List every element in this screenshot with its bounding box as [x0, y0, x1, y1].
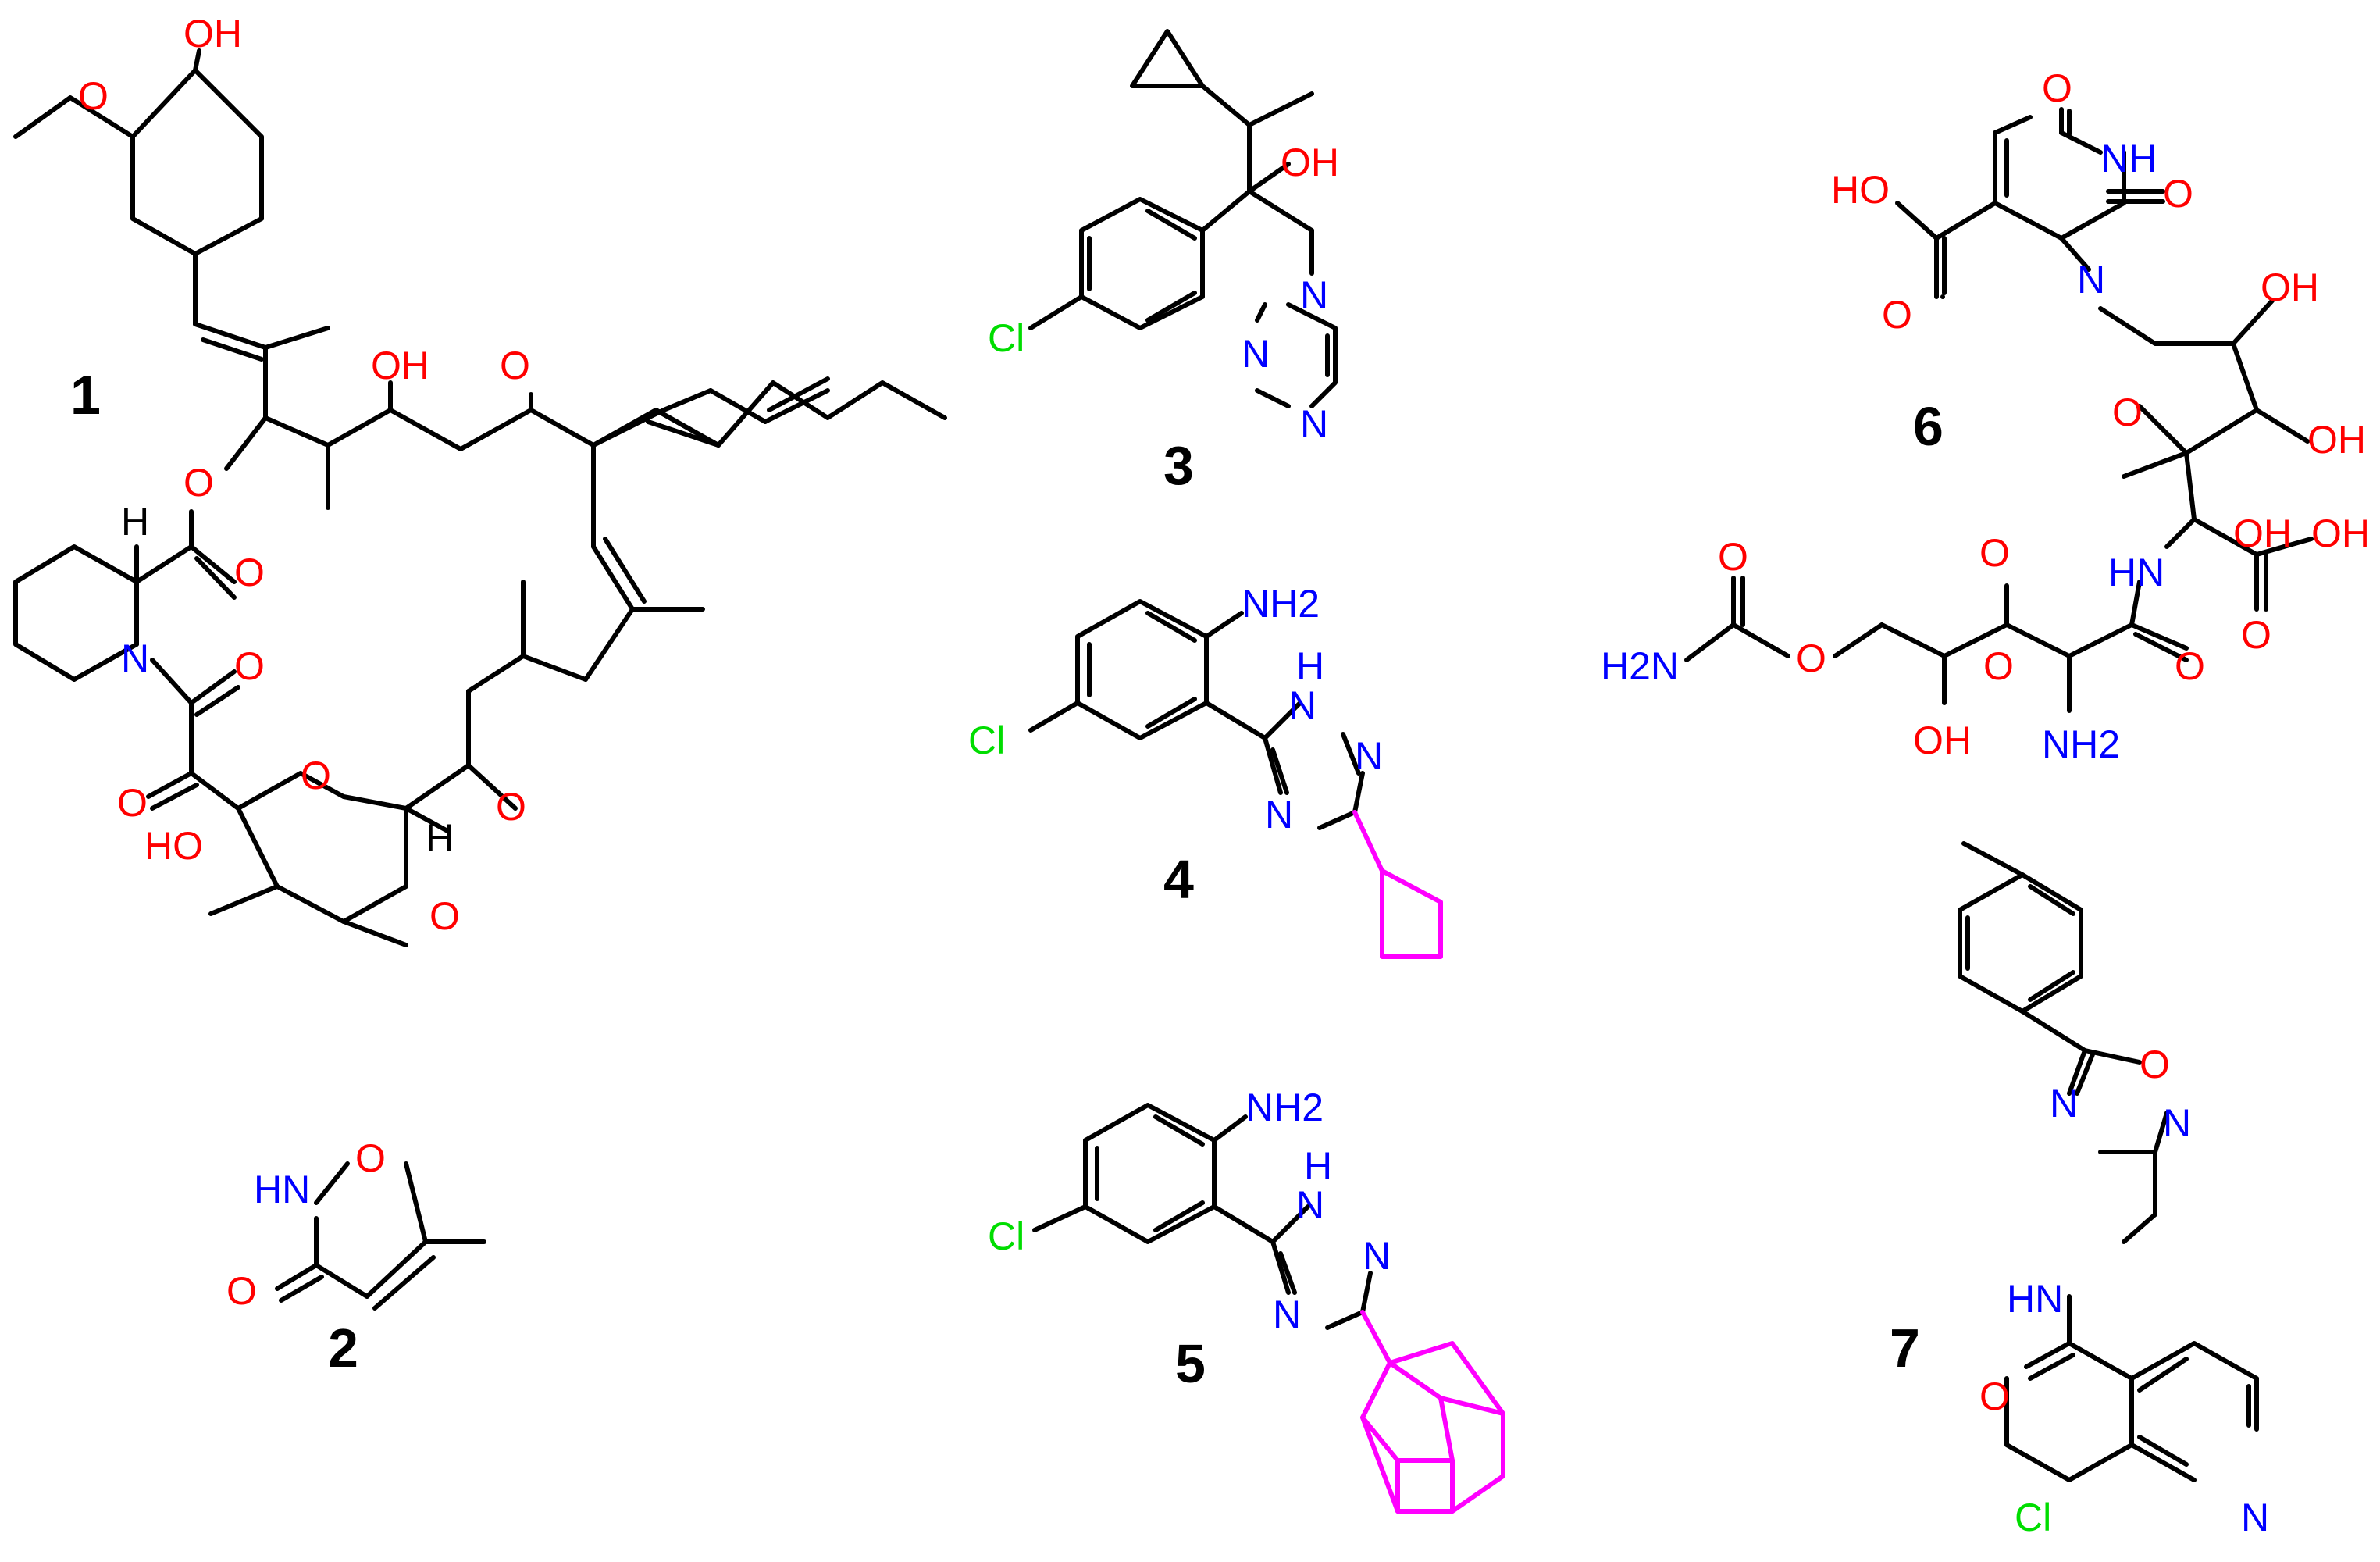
atom-label: OH — [2307, 418, 2366, 462]
atom-label: O — [234, 551, 265, 594]
compound-1-number: 1 — [70, 365, 101, 426]
atom-label: O — [500, 344, 530, 387]
atom-label: HO — [144, 824, 203, 868]
atom-label: NH2 — [2042, 722, 2120, 766]
compound-4-structure — [1028, 599, 1365, 830]
atom-label: N — [1288, 683, 1316, 727]
compound-6-atoms: O NH HO O N O OH O OH O HN OH OH O O H2N… — [1601, 66, 2370, 766]
compound-2-atoms: HN O O — [226, 1136, 386, 1313]
atom-label: Cl — [968, 719, 1005, 762]
compound-5-number: 5 — [1175, 1333, 1206, 1394]
compound-4-atoms: NH2 H N N Cl N — [968, 582, 1383, 836]
atom-label: O — [355, 1136, 386, 1180]
compound-3-structure — [1028, 29, 1338, 408]
atom-label: HN — [254, 1168, 310, 1211]
compound-3-atoms: OH Cl N N N — [988, 141, 1339, 446]
compound-1-structure — [13, 48, 947, 947]
compound-1-atoms: OH O OH O O O H N O O O HO H O O — [78, 12, 530, 938]
atom-label: N — [1273, 1293, 1301, 1336]
atom-label: O — [1718, 535, 1748, 579]
compound-7-number: 7 — [1890, 1318, 1920, 1378]
atom-label: H2N — [1601, 644, 1679, 688]
atom-label: N — [2241, 1496, 2269, 1539]
atom-label: O — [2042, 66, 2072, 110]
atom-label: O — [2163, 172, 2193, 216]
atom-label: N — [2163, 1101, 2191, 1145]
atom-label: O — [1979, 531, 2010, 575]
atom-label: N — [1300, 402, 1328, 446]
atom-label: O — [1983, 644, 2014, 688]
compound-4-cyclobutyl — [1352, 810, 1443, 959]
compound-2-number: 2 — [328, 1318, 358, 1378]
atom-label: N — [1296, 1183, 1324, 1227]
atom-label: N — [1300, 273, 1328, 317]
compound-6-number: 6 — [1913, 396, 1944, 457]
atom-label: N — [1363, 1234, 1391, 1278]
compound-6-structure — [1684, 107, 2314, 713]
atom-label: O — [1979, 1375, 2010, 1418]
compound-5-adamantyl — [1360, 1310, 1505, 1514]
atom-label: O — [117, 781, 148, 825]
atom-label: OH — [2233, 512, 2292, 555]
atom-label: O — [496, 785, 526, 829]
atom-label: H — [426, 816, 454, 860]
atom-label: OH — [183, 12, 242, 55]
atom-label: HN — [2007, 1277, 2063, 1321]
atom-label: Cl — [988, 316, 1024, 360]
atom-label: N — [121, 637, 149, 680]
compound-5-atoms: NH2 H N N Cl N — [988, 1086, 1391, 1336]
atom-label: N — [1242, 332, 1270, 376]
atom-label: O — [234, 644, 265, 688]
atom-label: O — [2112, 390, 2143, 434]
atom-label: O — [301, 754, 331, 797]
atom-label: N — [2050, 1082, 2078, 1125]
atom-label: HO — [1831, 168, 1890, 212]
atom-label: O — [1882, 293, 1912, 337]
compound-5-structure — [1032, 1103, 1373, 1330]
atom-label: HN — [2108, 551, 2164, 594]
atom-label: Cl — [988, 1214, 1024, 1258]
atom-label: O — [2175, 644, 2205, 688]
atom-label: H — [121, 500, 149, 544]
atom-label: OH — [1913, 719, 1972, 762]
atom-label: O — [1796, 637, 1826, 680]
atom-label: NH2 — [1242, 582, 1320, 626]
atom-label: NH2 — [1245, 1086, 1324, 1129]
compound-4-number: 4 — [1163, 849, 1194, 910]
atom-label: OH — [1281, 141, 1339, 184]
atom-label: O — [183, 461, 214, 505]
compound-numbers: 1 2 3 4 5 6 7 — [70, 365, 1944, 1394]
compound-2-structure — [275, 1161, 486, 1311]
atom-label: OH — [2311, 512, 2370, 555]
compound-3-number: 3 — [1163, 435, 1194, 496]
atom-label: NH — [2100, 137, 2157, 180]
atom-label: O — [2241, 613, 2271, 657]
atom-label: N — [1265, 793, 1293, 836]
atom-label: O — [429, 894, 460, 938]
atom-label: H — [1304, 1144, 1332, 1188]
atom-label: O — [226, 1269, 257, 1313]
atom-label: H — [1296, 644, 1324, 688]
atom-label: O — [2140, 1043, 2170, 1086]
atom-label: O — [78, 74, 109, 118]
atom-label: N — [2077, 258, 2105, 301]
compound-7-structure — [1958, 841, 2259, 1482]
compound-7-atoms: O N N HN O Cl N — [1979, 1043, 2269, 1539]
atom-label: OH — [371, 344, 429, 387]
atom-label: OH — [2261, 266, 2319, 309]
atom-label: Cl — [2015, 1496, 2051, 1539]
atom-label: N — [1355, 734, 1383, 778]
